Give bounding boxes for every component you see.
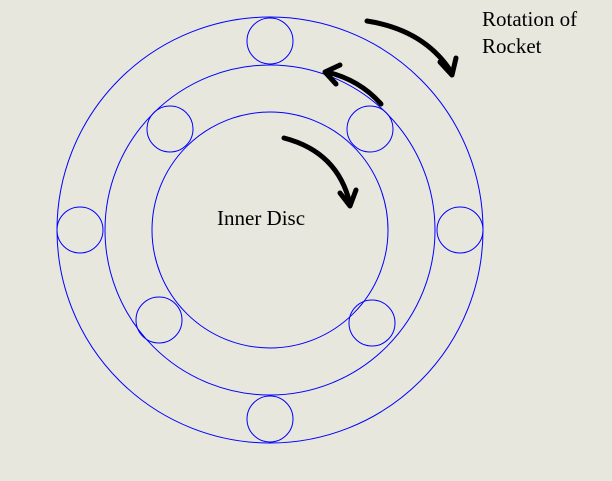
outer-ball-top: [246, 17, 294, 65]
rotation-label-line1: Rotation of: [482, 7, 578, 31]
inner-ball-bottom-left: [135, 296, 183, 344]
outer-ball-bottom: [246, 395, 294, 443]
outer-ball-left: [56, 206, 104, 254]
inner-ball-top-left: [146, 105, 194, 153]
inner-ball-bottom-right: [348, 299, 396, 347]
inner-disc-label: Inner Disc: [217, 206, 306, 230]
rotation-label-line2: Rocket: [482, 34, 542, 58]
inner-disc: [151, 111, 389, 349]
rocket-rotation-arrow: [364, 18, 459, 78]
inner-disc-rotation-arrow: [281, 135, 359, 209]
inner-ball-top-right: [346, 105, 394, 153]
middle-ring-rotation-arrow: [322, 62, 384, 107]
outer-ball-right: [436, 206, 484, 254]
middle-ring: [104, 64, 436, 396]
